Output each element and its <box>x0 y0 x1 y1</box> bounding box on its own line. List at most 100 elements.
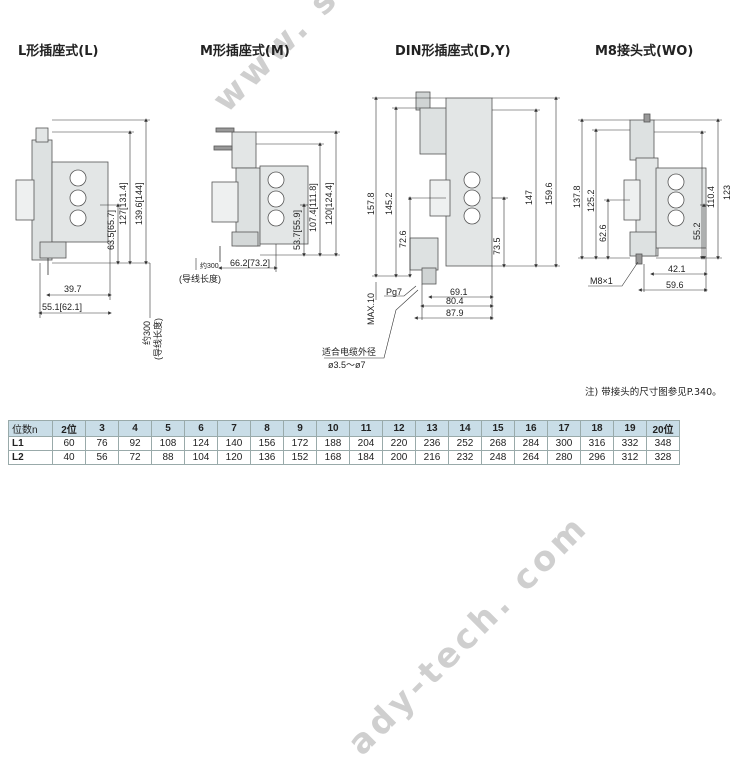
table-cell: 15 <box>481 420 515 437</box>
table-cell: 60 <box>52 436 86 451</box>
table-cell: 19 <box>613 420 647 437</box>
din-dim-max: MAX.10 <box>366 293 376 325</box>
m8-dim-h-left2: 125.2 <box>586 189 596 212</box>
m-dim-lead: 约300 <box>200 261 219 270</box>
table-cell: 88 <box>151 450 185 465</box>
m8-dim-h-right3: 123 <box>722 185 732 200</box>
m8-dim-h-right1: 55.2 <box>692 222 702 240</box>
table-cell: 236 <box>415 436 449 451</box>
table-cell: 20位 <box>646 420 680 437</box>
table-cell: 40 <box>52 450 86 465</box>
m8-dim-w1: 42.1 <box>668 264 686 274</box>
table-cell: 位数n <box>8 420 53 437</box>
table-cell: 280 <box>547 450 581 465</box>
table-cell: 172 <box>283 436 317 451</box>
connector-note: 注) 带接头的尺寸图参见P.340。 <box>585 387 722 398</box>
m8-dim-h-left1: 137.8 <box>572 185 582 208</box>
table-cell: L1 <box>8 436 53 451</box>
table-cell: 13 <box>415 420 449 437</box>
table-cell: 156 <box>250 436 284 451</box>
drawing-m-socket <box>195 127 340 272</box>
m-dim-h1: 53.7[55.9] <box>292 210 302 250</box>
table-cell: 7 <box>217 420 251 437</box>
table-cell: 2位 <box>52 420 86 437</box>
table-cell: 268 <box>481 436 515 451</box>
l-dim-w2: 55.1[62.1] <box>42 302 82 312</box>
table-cell: 6 <box>184 420 218 437</box>
table-cell: 204 <box>349 436 383 451</box>
din-dim-h-right2: 147 <box>524 190 534 205</box>
table-cell: 332 <box>613 436 647 451</box>
m-dim-h3: 120[124.4] <box>324 182 334 225</box>
table-cell: 300 <box>547 436 581 451</box>
l-dim-w1: 39.7 <box>64 284 82 294</box>
table-cell: 92 <box>118 436 152 451</box>
table-cell: 72 <box>118 450 152 465</box>
table-cell: 168 <box>316 450 350 465</box>
din-dim-h-right1: 73.5 <box>492 237 502 255</box>
table-cell: 312 <box>613 450 647 465</box>
table-cell: 252 <box>448 436 482 451</box>
table-cell: 264 <box>514 450 548 465</box>
table-cell: 5 <box>151 420 185 437</box>
table-cell: 220 <box>382 436 416 451</box>
table-cell: 8 <box>250 420 284 437</box>
title-m-socket: M形插座式(M) <box>200 44 290 59</box>
table-cell: 11 <box>349 420 383 437</box>
table-cell: 232 <box>448 450 482 465</box>
drawing-din-socket <box>324 91 560 359</box>
table-cell: 140 <box>217 436 251 451</box>
table-cell: 16 <box>514 420 548 437</box>
din-dim-h-left3: 72.6 <box>398 230 408 248</box>
dimension-drawings: 63.5[65.7] 127[131.4] 139.6[144] 39.7 55… <box>15 91 732 370</box>
table-cell: 4 <box>118 420 152 437</box>
table-cell: 104 <box>184 450 218 465</box>
drawing-l-socket <box>15 118 151 318</box>
din-dim-w1: 69.1 <box>450 287 468 297</box>
table-cell: 316 <box>580 436 614 451</box>
table-cell: 248 <box>481 450 515 465</box>
din-dim-h-left2: 145.2 <box>384 192 394 215</box>
l-dim-lead: 约300 <box>141 321 152 345</box>
din-cable-range: ø3.5～ø7 <box>328 360 366 370</box>
din-dim-w2: 80.4 <box>446 296 464 306</box>
table-cell: L2 <box>8 450 53 465</box>
m8-connector-label: M8×1 <box>590 276 613 286</box>
table-cell: 56 <box>85 450 119 465</box>
table-cell: 12 <box>382 420 416 437</box>
table-cell: 9 <box>283 420 317 437</box>
din-dim-h-left1: 157.8 <box>366 192 376 215</box>
table-cell: 216 <box>415 450 449 465</box>
table-cell: 18 <box>580 420 614 437</box>
title-m8-connector: M8接头式(WO) <box>595 44 694 59</box>
table-cell: 296 <box>580 450 614 465</box>
l-dim-h3: 139.6[144] <box>134 182 144 225</box>
table-cell: 184 <box>349 450 383 465</box>
l-dim-h2: 127[131.4] <box>118 182 128 225</box>
m8-dim-h-left3: 62.6 <box>598 224 608 242</box>
din-dim-h-right3: 159.6 <box>544 182 554 205</box>
din-dim-w3: 87.9 <box>446 308 464 318</box>
table-cell: 152 <box>283 450 317 465</box>
table-cell: 328 <box>646 450 680 465</box>
title-l-socket: L形插座式(L) <box>18 44 99 59</box>
m-dim-w1: 66.2[73.2] <box>230 258 270 268</box>
table-cell: 3 <box>85 420 119 437</box>
drawing-m8-connector <box>578 113 722 292</box>
table-cell: 76 <box>85 436 119 451</box>
l-dim-lead-note: (导线长度) <box>152 318 163 360</box>
l-dim-h1: 63.5[65.7] <box>106 210 116 250</box>
m-dim-lead-note: (导线长度) <box>179 273 221 284</box>
watermark-bottom: ady-tech. com <box>340 506 597 763</box>
din-dim-pg: Pg7 <box>386 287 402 297</box>
table-cell: 348 <box>646 436 680 451</box>
table-cell: 136 <box>250 450 284 465</box>
table-cell: 10 <box>316 420 350 437</box>
table-cell: 200 <box>382 450 416 465</box>
m8-dim-h-right2: 110.4 <box>706 186 716 208</box>
title-din-socket: DIN形插座式(D,Y) <box>395 44 511 59</box>
table-cell: 14 <box>448 420 482 437</box>
